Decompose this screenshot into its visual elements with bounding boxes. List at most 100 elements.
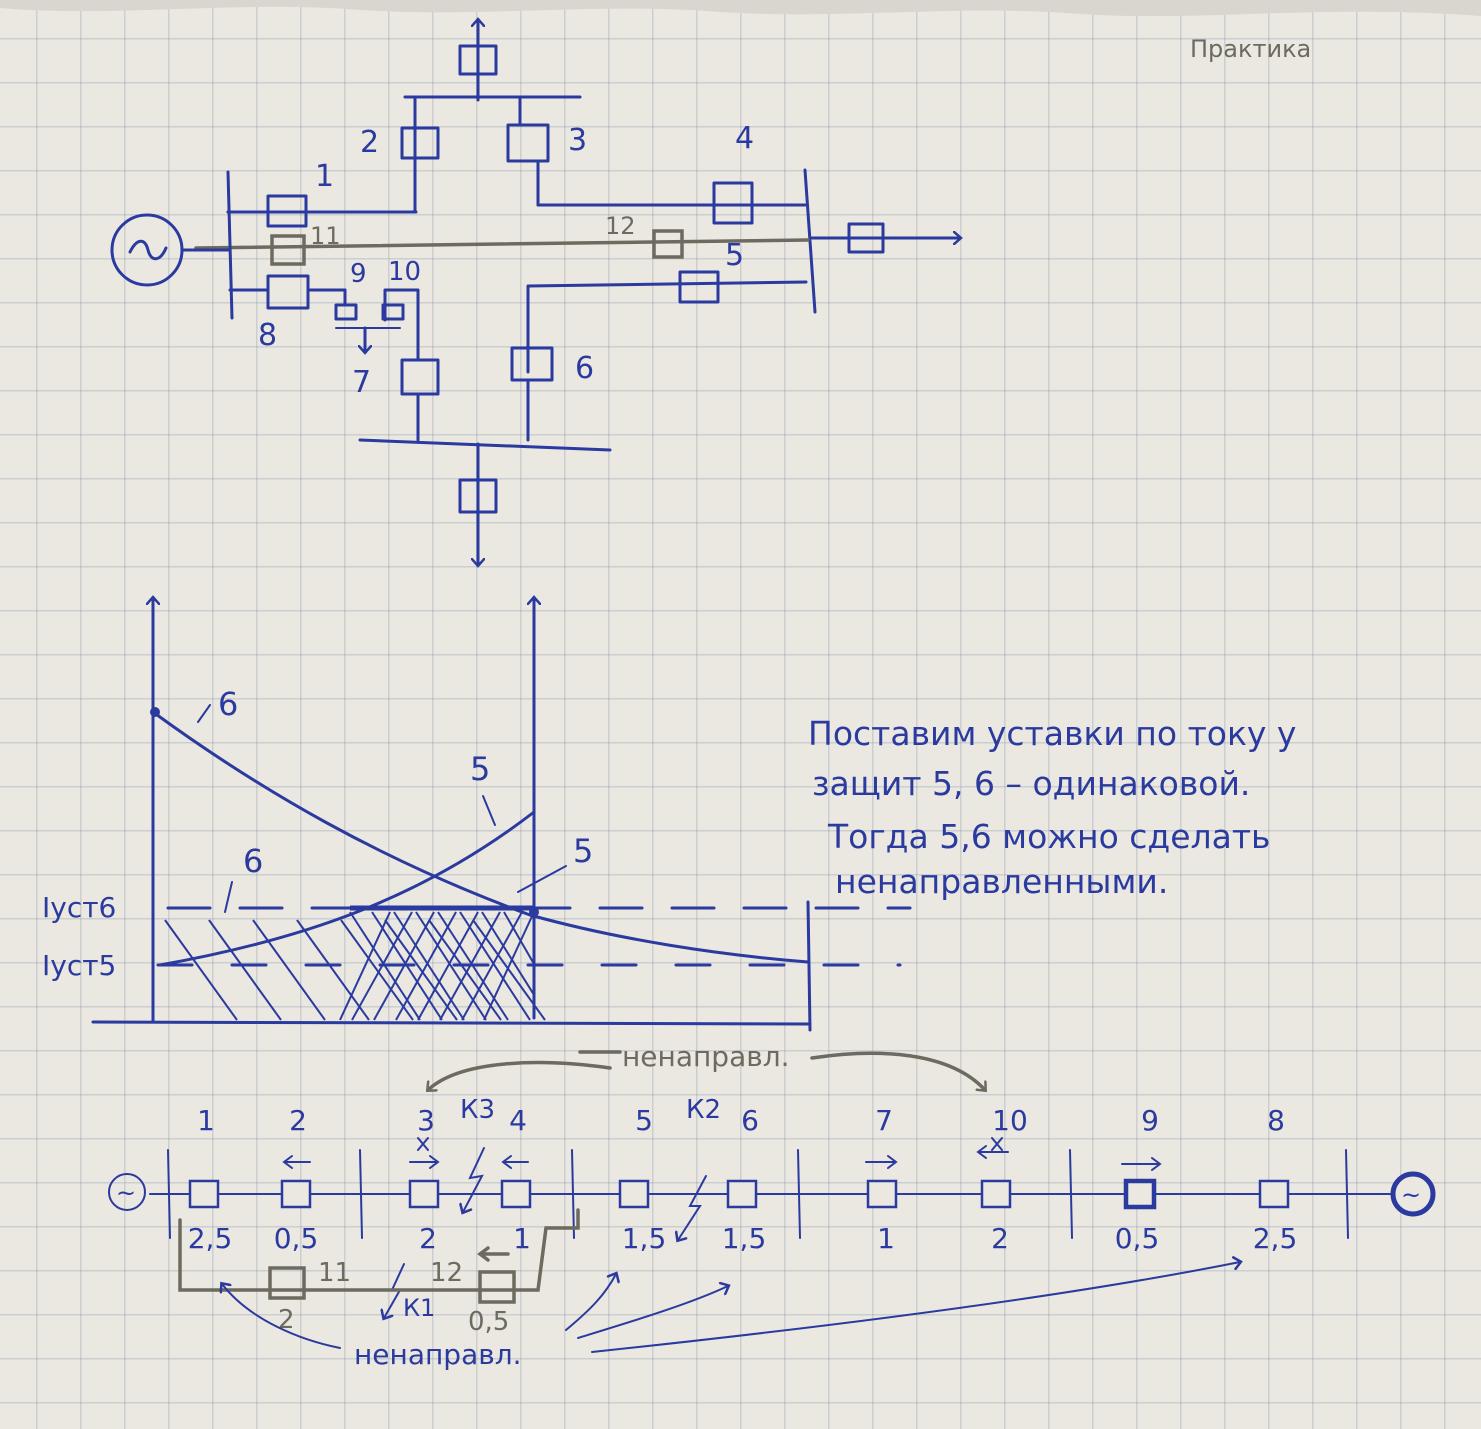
- breaker-4: [712, 181, 754, 225]
- chain-time-label: 2: [419, 1222, 437, 1255]
- chain-bus-6: [1345, 1149, 1349, 1239]
- chain-breaker-2: [280, 1179, 312, 1209]
- breaker-6: [510, 346, 554, 382]
- chain-bus-2: [359, 1149, 363, 1239]
- breaker-11-label: 11: [310, 222, 341, 250]
- breaker-1-label: 1: [315, 159, 334, 194]
- chain-breaker-8: [1258, 1179, 1290, 1209]
- chain-breaker-1: [188, 1179, 220, 1209]
- bypass-breaker-11: [268, 1266, 306, 1300]
- breaker-12-label: 12: [605, 212, 636, 240]
- chain-breaker-10: [980, 1179, 1012, 1209]
- breaker-2: [400, 126, 440, 160]
- chain-time-label: 2,5: [1253, 1222, 1298, 1255]
- fault-k2-label: К2: [686, 1095, 721, 1125]
- breaker-3: [506, 123, 550, 163]
- breaker-4-label: 4: [735, 121, 754, 156]
- chain-breaker-4: [500, 1179, 532, 1209]
- breaker-7: [400, 358, 440, 396]
- breaker-6-label: 6: [575, 351, 594, 386]
- breaker-out-right: [847, 222, 885, 254]
- chain-source-left: [108, 1173, 146, 1211]
- current-graph: 6 5 6 5 Iуст6 Iуст5: [42, 598, 912, 1032]
- chain-time-label: 1: [513, 1222, 531, 1255]
- handwritten-note: Поставим уставки по току у защит 5, 6 – …: [808, 714, 1296, 901]
- setpoint-i6-label: Iуст6: [42, 891, 116, 924]
- chain-top-label: 1: [197, 1104, 215, 1137]
- left-bus: [226, 170, 234, 320]
- breaker-1: [266, 194, 308, 228]
- generator-sine-icon: [128, 239, 168, 261]
- chain-top-label: 8: [1267, 1104, 1285, 1137]
- bypass-time-11: 2: [278, 1305, 295, 1335]
- nondirectional-label-top: ненаправл.: [622, 1040, 790, 1073]
- fault-k3-label: К3: [460, 1095, 495, 1125]
- chain-top-label: 5: [635, 1104, 653, 1137]
- breaker-5-label: 5: [725, 238, 744, 273]
- chain-time-label: 1,5: [622, 1222, 667, 1255]
- chain-top-label: 3: [417, 1104, 435, 1137]
- chain-time-label: 1,5: [722, 1222, 767, 1255]
- chain-breaker-3: [408, 1179, 440, 1209]
- chain-time-label: 0,5: [274, 1222, 319, 1255]
- chain-time-label: 2,5: [188, 1222, 233, 1255]
- hatched-region: [164, 911, 546, 1021]
- note-line-1: Поставим уставки по току у: [808, 714, 1296, 753]
- chain-breaker-7: [866, 1179, 898, 1209]
- page-edge: [0, 0, 1481, 17]
- page-title: Практика: [1190, 35, 1311, 63]
- chain-source-right-icon: ~: [1401, 1181, 1421, 1209]
- breaker-8: [266, 274, 310, 310]
- breaker-5: [678, 270, 720, 304]
- breaker-7-label: 7: [352, 365, 371, 400]
- nondirectional-label-bottom: ненаправл.: [354, 1338, 522, 1371]
- chain-breaker-9: [1123, 1178, 1157, 1210]
- chain-bus-4: [797, 1149, 801, 1239]
- bypass-line: [178, 1208, 580, 1292]
- breaker-10: [381, 303, 405, 321]
- bypass-label-11: 11: [318, 1258, 351, 1288]
- breaker-top: [458, 44, 498, 76]
- curve-5-label-low: 5: [573, 832, 593, 870]
- curve-6-start-dot: [150, 707, 160, 717]
- curve-5: [158, 810, 536, 967]
- chain-top-label: 4: [509, 1104, 527, 1137]
- bypass-time-12: 0,5: [468, 1307, 509, 1337]
- breaker-12: [652, 229, 684, 259]
- chain-top-label: 10: [992, 1104, 1028, 1137]
- chain-breaker-6: [726, 1179, 758, 1209]
- curve-6-label-low: 6: [243, 842, 263, 880]
- fault-k1-label: К1: [403, 1294, 435, 1322]
- breaker-2-label: 2: [360, 125, 379, 160]
- chain-time-label: 1: [877, 1222, 895, 1255]
- chain-bus-3: [571, 1149, 575, 1239]
- chain-bus-1: [167, 1149, 171, 1239]
- curve-5-label-top: 5: [470, 750, 490, 788]
- chain-top-label: 9: [1141, 1104, 1159, 1137]
- note-line-4: ненаправленными.: [835, 862, 1168, 901]
- chain-time-label: 0,5: [1115, 1222, 1160, 1255]
- curve-6-label-top: 6: [218, 685, 238, 723]
- chain-top-label: 2: [289, 1104, 307, 1137]
- right-bus: [803, 168, 817, 314]
- chain-bus-5: [1069, 1149, 1073, 1239]
- breaker-3-label: 3: [568, 123, 587, 158]
- breaker-9: [334, 303, 358, 321]
- pencil-line-11-12: [194, 238, 810, 250]
- breaker-9-label: 9: [350, 259, 367, 289]
- bypass-breaker-12: [478, 1270, 516, 1304]
- chain-time-label: 2: [991, 1222, 1009, 1255]
- note-line-3: Тогда 5,6 можно сделать: [827, 817, 1271, 856]
- graph-baseline: [91, 1020, 812, 1026]
- breaker-bottom: [458, 478, 498, 514]
- breaker-8-label: 8: [258, 318, 277, 353]
- breaker-10-label: 10: [388, 257, 421, 287]
- note-line-2: защит 5, 6 – одинаковой.: [812, 764, 1250, 803]
- circuit-diagram: 2 3 4 5 6 11 12 1: [110, 20, 960, 565]
- chain-source-left-icon: ~: [116, 1179, 136, 1207]
- breaker-11: [270, 234, 306, 266]
- bypass-label-12: 12: [430, 1258, 463, 1288]
